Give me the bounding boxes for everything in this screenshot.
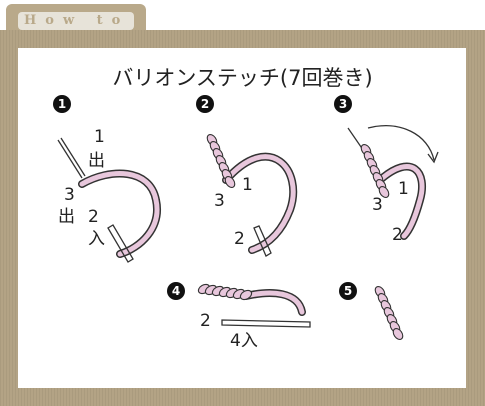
step-5-number-badge <box>339 282 357 300</box>
step-1-number-badge <box>53 95 71 113</box>
step-2-label-2: 2 <box>234 229 245 249</box>
step-4-thread <box>243 290 305 315</box>
step-1-label-out-1: 出 <box>88 151 105 171</box>
step-4-number-badge <box>167 282 185 300</box>
instruction-board <box>0 30 485 406</box>
step-1-needle-top <box>57 139 83 179</box>
step-4-label-4-in: 4入 <box>230 331 258 351</box>
step-3-label-2: 2 <box>392 225 403 245</box>
step-4-needle <box>221 319 311 328</box>
step-3-coil <box>360 144 390 198</box>
step-1-label-2: 2 <box>88 207 99 227</box>
step-3-number-badge <box>334 95 352 113</box>
instruction-paper <box>18 48 466 388</box>
step-2-needle <box>253 225 272 257</box>
step-3-number: 3 <box>339 97 347 111</box>
step-1-label-3: 3 <box>64 185 75 205</box>
step-3-label-1: 1 <box>398 179 409 199</box>
step-2-number: 2 <box>201 97 209 111</box>
step-2-label-1: 1 <box>242 175 253 195</box>
step-2-thread <box>223 154 296 253</box>
step-3-label-3: 3 <box>372 195 383 215</box>
step-1-number: 1 <box>58 97 66 111</box>
step-4: 4 2 4入 <box>167 282 311 351</box>
step-5-number: 5 <box>344 284 352 298</box>
step-3-arrow-head <box>427 151 439 164</box>
step-3: 3 1 3 2 <box>334 95 439 245</box>
step-4-coil <box>197 283 253 301</box>
step-2-number-badge <box>196 95 214 113</box>
step-1-label-1: 1 <box>94 127 105 147</box>
diagram-title: バリオンステッチ(7回巻き) <box>112 66 373 90</box>
howto-tab-label: How to <box>18 12 134 30</box>
howto-tab: How to <box>6 4 146 34</box>
step-1-needle-bottom <box>107 224 134 263</box>
step-4-label-2: 2 <box>200 311 211 331</box>
step-2-label-3: 3 <box>214 191 225 211</box>
step-3-thread <box>377 164 425 239</box>
step-1-needle-top-edge <box>60 137 86 177</box>
step-2: 2 1 3 2 <box>196 95 298 257</box>
step-1: 1 1 出 3 出 2 入 <box>53 95 161 263</box>
step-1-thread <box>79 171 160 257</box>
step-5: 5 <box>339 282 404 340</box>
step-2-coil <box>206 134 236 188</box>
step-5-finished-coil <box>374 286 404 340</box>
step-1-label-in: 入 <box>88 229 105 249</box>
step-4-number: 4 <box>172 284 180 298</box>
step-1-label-out-3: 出 <box>58 207 75 227</box>
step-3-arrow <box>367 125 435 161</box>
